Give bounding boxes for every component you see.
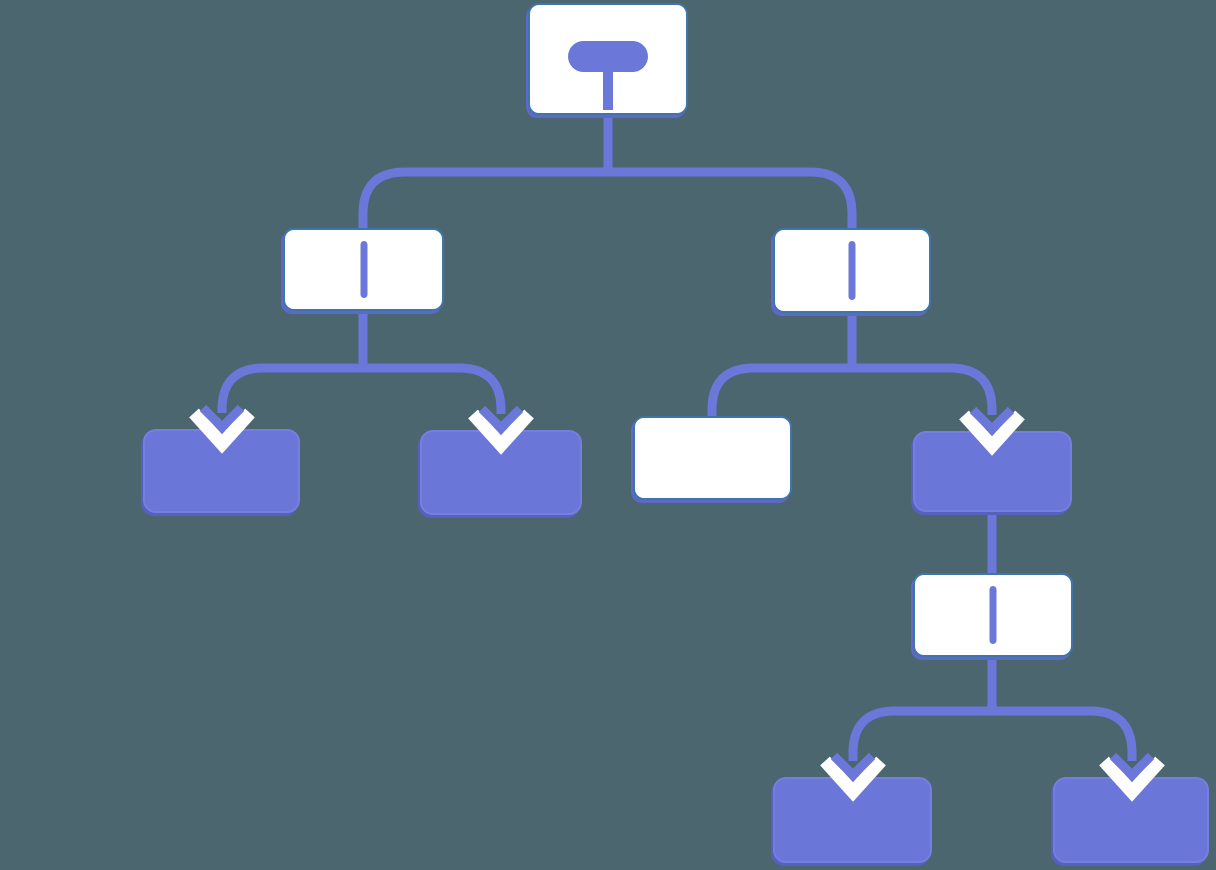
vertical-line-icon xyxy=(360,241,367,298)
edge-branch-low-to-leaf-d xyxy=(848,657,997,761)
node-mid-purple[interactable] xyxy=(913,431,1072,512)
edge-branch-right-to-leaf-c xyxy=(707,313,857,418)
edge-branch-low-to-leaf-e xyxy=(987,657,1137,761)
node-branch-low[interactable] xyxy=(913,573,1073,657)
edge-root-to-branch-right xyxy=(603,115,857,230)
node-leaf-a[interactable] xyxy=(143,429,300,513)
edge-branch-left-to-leaf-a xyxy=(217,311,368,413)
root-pill-stem xyxy=(603,67,613,110)
node-leaf-b[interactable] xyxy=(420,430,582,515)
root-pill-icon xyxy=(568,41,648,72)
node-leaf-c[interactable] xyxy=(633,416,792,500)
node-leaf-e[interactable] xyxy=(1053,777,1209,863)
vertical-line-icon xyxy=(848,241,856,300)
node-root[interactable] xyxy=(528,3,688,115)
node-branch-left[interactable] xyxy=(283,228,444,311)
edge-branch-left-to-leaf-b xyxy=(358,311,506,414)
node-branch-right[interactable] xyxy=(773,228,931,313)
vertical-line-icon xyxy=(989,586,997,644)
node-leaf-d[interactable] xyxy=(773,777,932,863)
edge-branch-right-to-mid-purple xyxy=(847,313,997,415)
edge-root-to-branch-left xyxy=(358,115,613,230)
